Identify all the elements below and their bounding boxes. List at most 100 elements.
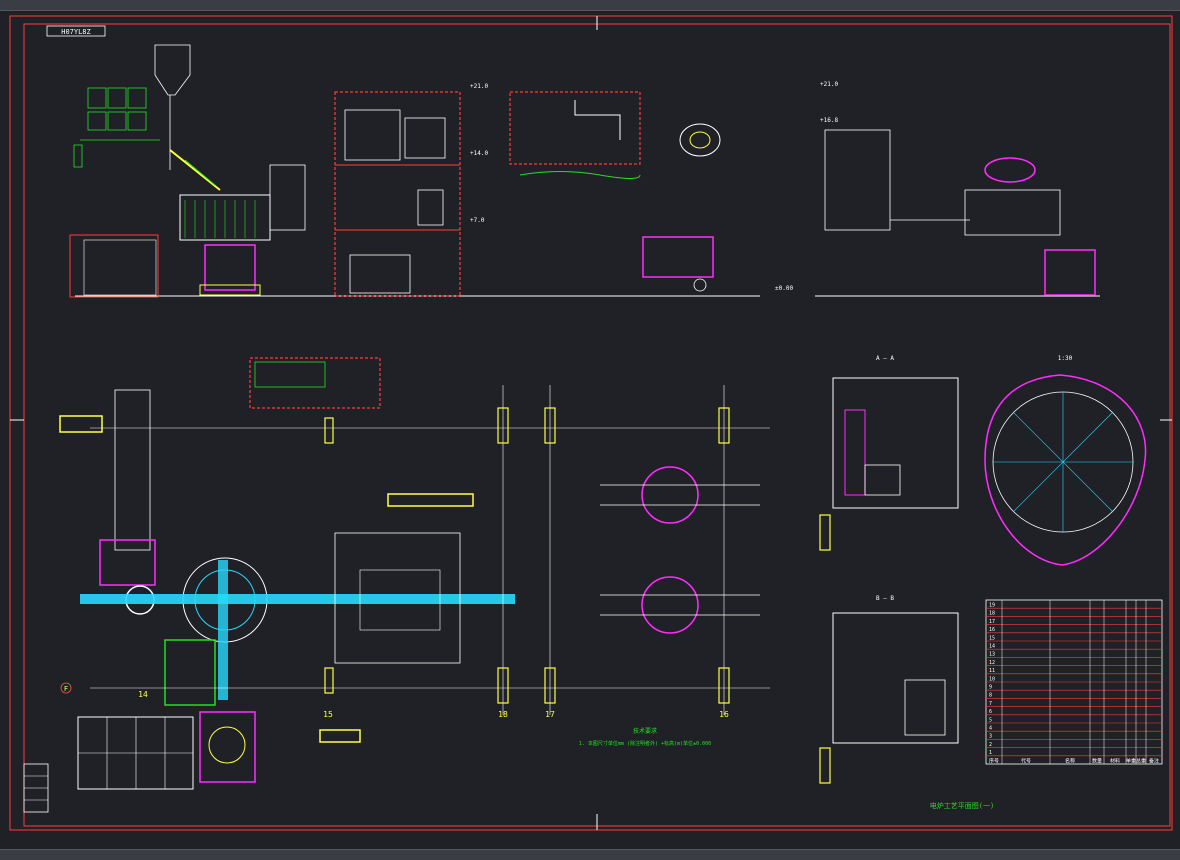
- sheet-title: 电炉工艺平面图(一): [930, 801, 994, 810]
- parts-table-row-number: 11: [989, 668, 995, 674]
- elevation-14: +14.0: [470, 150, 488, 157]
- column-label-17: 17: [545, 710, 555, 719]
- plan-equipment-room: [334, 532, 461, 664]
- parts-table-row-number: 6: [989, 709, 992, 715]
- note-title: 技术要求: [633, 727, 657, 735]
- parts-table-header: 名称: [1065, 757, 1075, 764]
- section-b-marker: [819, 747, 831, 784]
- parts-table-row-number: 10: [989, 676, 995, 682]
- scrap-bins-grid: [78, 717, 193, 789]
- section-a-a[interactable]: A — A: [819, 355, 959, 551]
- parts-table-header: 序号: [989, 757, 999, 764]
- section-b-frame: [832, 612, 959, 744]
- parts-table-header: 总重: [1136, 757, 1146, 764]
- top-toolbar: [0, 0, 1180, 11]
- parts-table-row-number: 14: [989, 644, 995, 650]
- cabinet: [417, 189, 444, 226]
- parts-table-header: 材料: [1110, 757, 1120, 764]
- elevation-view[interactable]: +21.0 +14.0 +7.0 ±0.00: [69, 44, 793, 298]
- parts-table-row-number: 1: [989, 750, 992, 756]
- cad-drawing[interactable]: H07YL8Z +2: [0, 10, 1180, 849]
- parts-table-row-number: 15: [989, 635, 995, 641]
- plan-furnace-rails: [600, 484, 760, 616]
- plan-yellow-block-bottom: [319, 729, 361, 743]
- parts-table-row-number: 17: [989, 619, 995, 625]
- duct-path: [574, 100, 621, 140]
- bottom-statusbar: [0, 849, 1180, 860]
- top-view-oval-outer: [984, 374, 1147, 566]
- parts-table-row-number: 7: [989, 701, 992, 707]
- plan-yellow-block-left: [59, 415, 103, 433]
- crane-rail-vertical: [218, 560, 228, 700]
- parts-table-row-number: 16: [989, 627, 995, 633]
- axis-bubble-f: [60, 682, 72, 694]
- plan-room-inner: [254, 361, 326, 388]
- stamp-text: H07YL8Z: [61, 28, 91, 36]
- plan-magenta-block: [99, 539, 156, 586]
- revision-lines: [24, 775, 48, 801]
- section-a-column: [844, 409, 866, 496]
- axis-number-14: 14: [138, 690, 148, 699]
- plan-transformer-room: [249, 357, 381, 409]
- axis-label-f: F: [64, 685, 68, 693]
- electrode-mast: [269, 164, 306, 231]
- axis-number-15: 15: [323, 710, 333, 719]
- alloy-bins: [73, 87, 160, 168]
- elevation-right-21: +21.0: [820, 81, 838, 88]
- plan-green-area: [164, 639, 216, 706]
- switchgear: [349, 254, 411, 294]
- section-a-equipment: [864, 464, 901, 496]
- section-b-b[interactable]: B — B: [819, 595, 959, 784]
- stamp-box: [46, 25, 106, 37]
- elevation-0: ±0.00: [775, 285, 793, 292]
- grid-lines: [90, 385, 770, 715]
- plan-furnace-2: [641, 576, 699, 634]
- parts-table-row-number: 3: [989, 734, 992, 740]
- conveyor: [169, 149, 221, 191]
- plan-view[interactable]: 18 17 16 F 14 15 技术要求 1. 本图尺寸单位mm (除注明者外…: [59, 357, 770, 790]
- parts-table-row-number: 13: [989, 652, 995, 658]
- plan-yellow-block-mid: [387, 493, 474, 507]
- section-b-label: B — B: [876, 595, 894, 602]
- section-a-marker: [819, 514, 831, 551]
- silo-hopper: [154, 44, 191, 96]
- elevation-7: +7.0: [470, 217, 485, 224]
- top-view-spokes: [993, 392, 1133, 532]
- transformer: [344, 109, 401, 161]
- conveyor-rail: [184, 159, 216, 186]
- column-markers: [324, 407, 730, 704]
- ladle-inner: [689, 131, 711, 149]
- furnace-hatching: [184, 200, 256, 238]
- reactor: [404, 117, 446, 159]
- column-label-18: 18: [498, 710, 508, 719]
- right-elevation: +21.0 +16.8: [815, 81, 1100, 297]
- parts-table-header: 单重: [1126, 757, 1136, 764]
- plan-ladle-circle: [208, 726, 246, 764]
- furnace-top-view[interactable]: 1:30: [984, 355, 1147, 566]
- top-view-scale: 1:30: [1058, 355, 1073, 362]
- gas-duct-box: [509, 91, 641, 165]
- control-room: [69, 234, 159, 298]
- parts-table-row-number: 4: [989, 726, 992, 732]
- parts-table-header: 备注: [1149, 757, 1159, 764]
- parts-table-row-number: 8: [989, 693, 992, 699]
- sheet-outer-frame: [9, 15, 1173, 831]
- parts-table-row-number: 19: [989, 603, 995, 609]
- tapping-car-wheel: [693, 278, 707, 292]
- parts-table-row-number: 12: [989, 660, 995, 666]
- control-room-inner: [83, 239, 157, 296]
- elevation-21: +21.0: [470, 83, 488, 90]
- parts-table-row-number: 5: [989, 717, 992, 723]
- plan-equipment: [359, 569, 441, 631]
- plan-ladle-magenta: [199, 711, 256, 783]
- transformer-building: [334, 91, 461, 297]
- crane-rail: [80, 594, 515, 604]
- plan-bay-left: [114, 389, 151, 551]
- section-a-label: A — A: [876, 355, 894, 362]
- ladle-detail: [679, 123, 721, 157]
- plan-furnace-1: [641, 466, 699, 524]
- parts-table-row-number: 18: [989, 611, 995, 617]
- parts-table[interactable]: 19181716151413121110987654321序号代号名称数量材料单…: [985, 599, 1163, 765]
- section-b-equipment: [904, 679, 946, 736]
- section-a-frame: [832, 377, 959, 509]
